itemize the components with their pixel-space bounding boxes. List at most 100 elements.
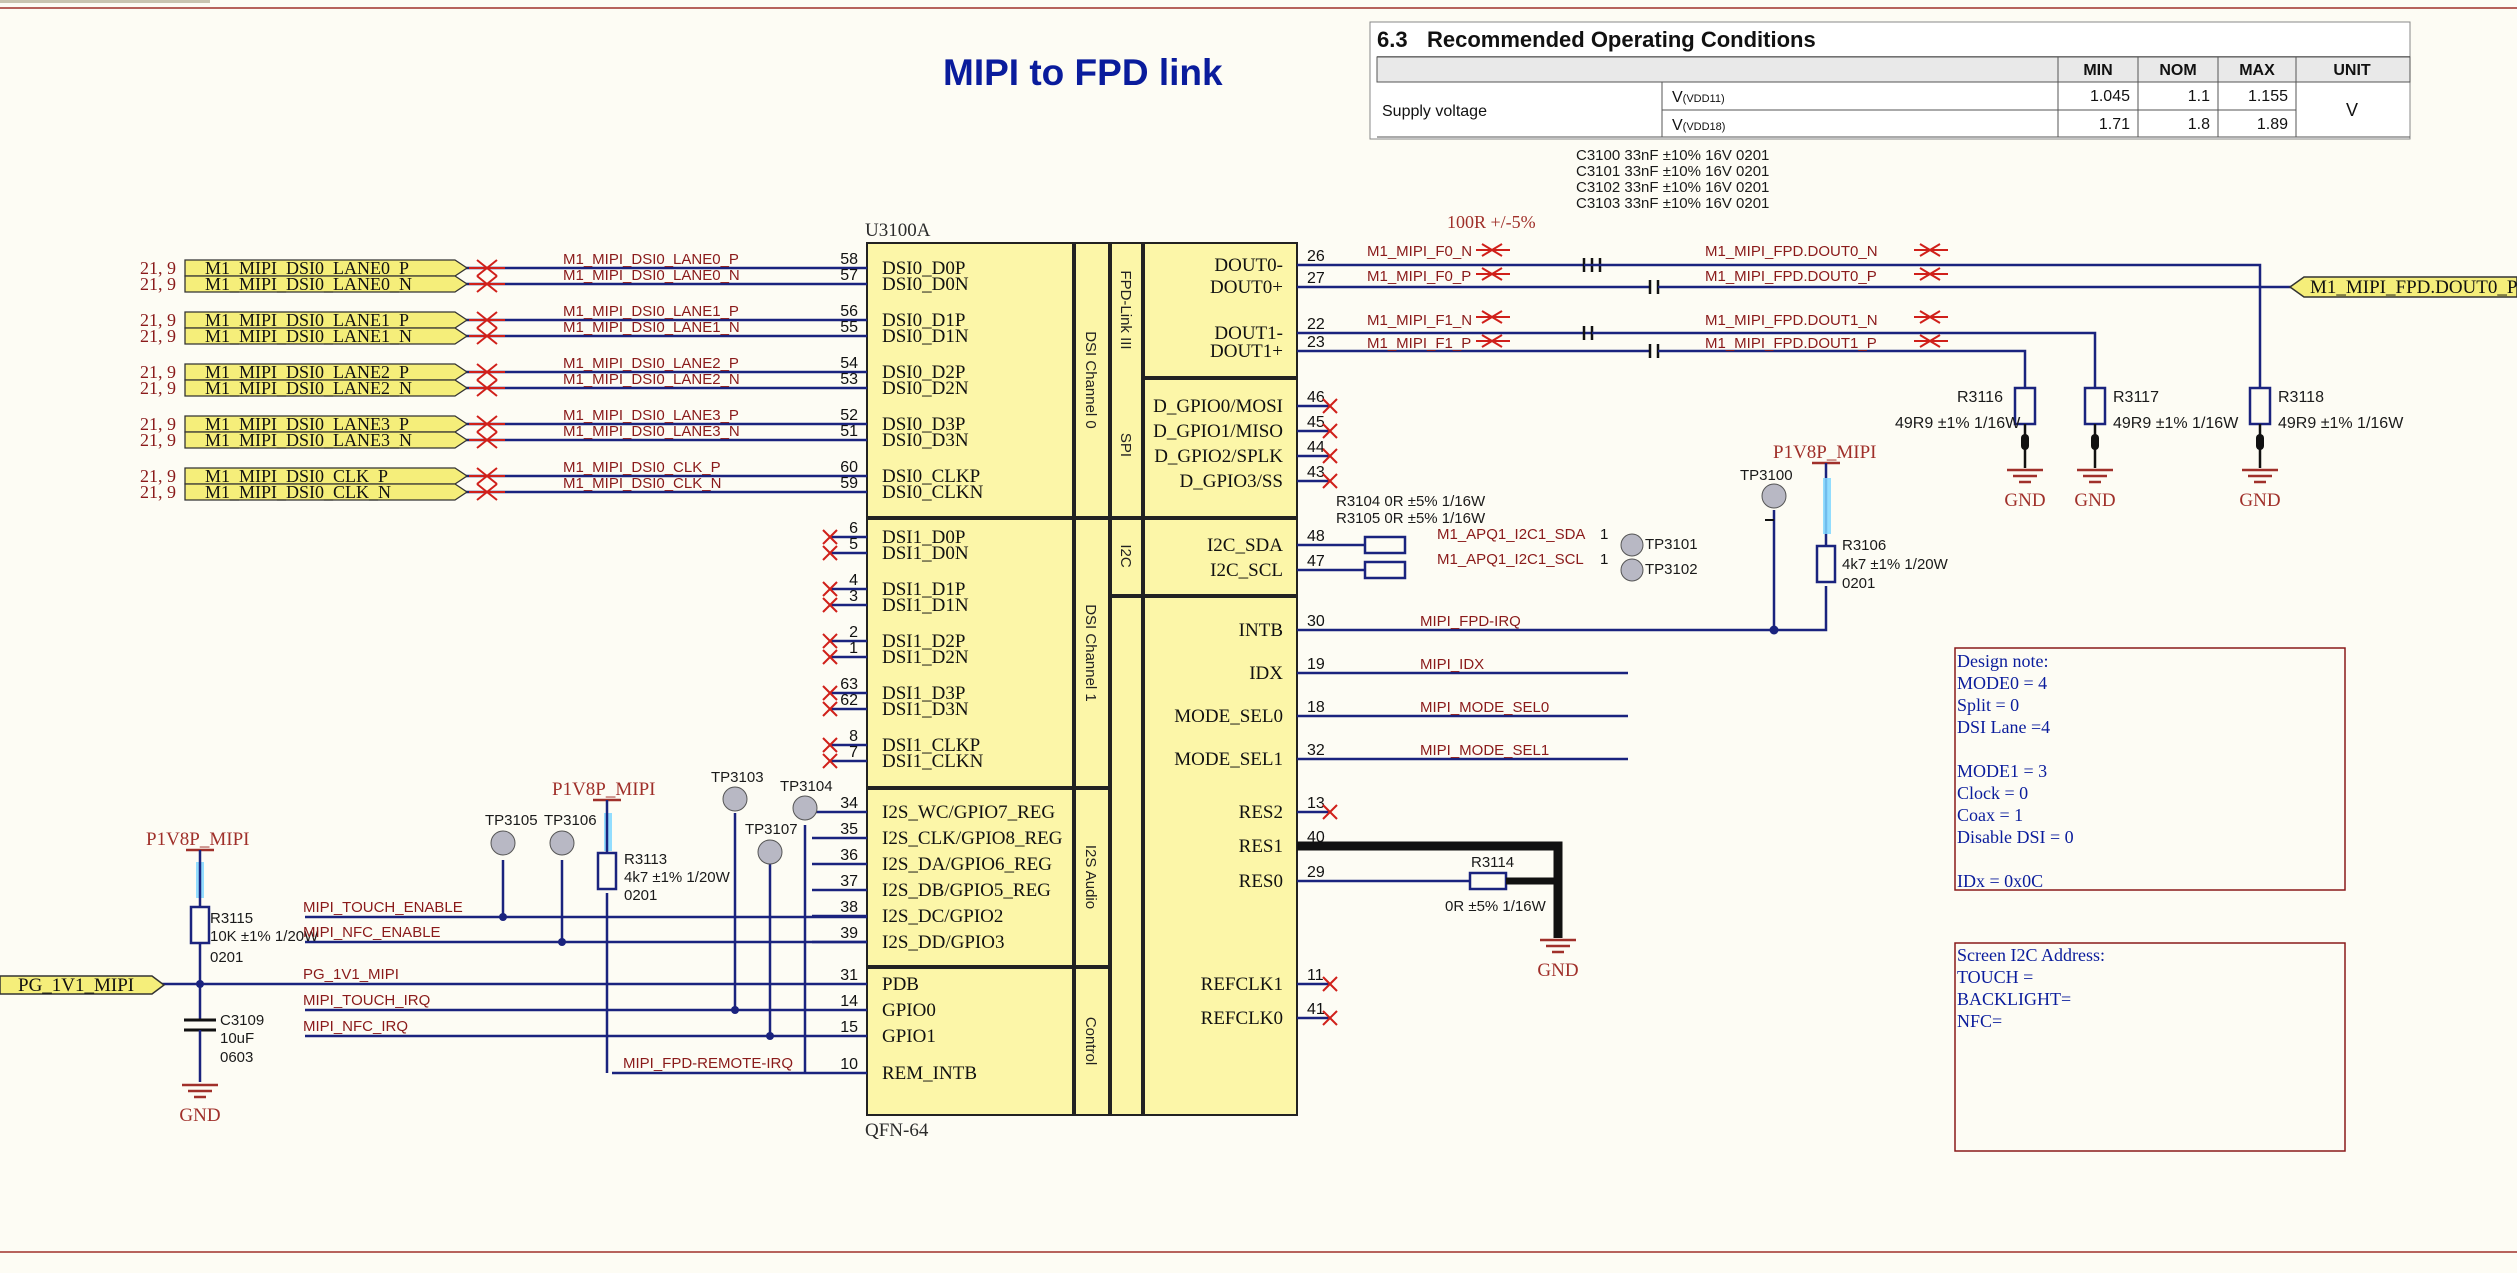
pg-1v1-mipi-port-label: PG_1V1_MIPI — [18, 975, 134, 996]
roc-col-min: MIN — [2083, 62, 2112, 79]
dsi1-pin-name-7: DSI1_D3N — [882, 699, 969, 720]
right-pin-number-17: 11 — [1307, 967, 1324, 984]
right-pin-name-14: RES2 — [1239, 802, 1283, 823]
group-control: Control — [1082, 1017, 1099, 1065]
right-pin-number-1: 27 — [1307, 270, 1325, 287]
dsi0-port-0 — [184, 259, 469, 277]
dsi0-port-label-9: M1_MIPI_DSI0_CLK_N — [205, 482, 391, 502]
r3116-val: 49R9 ±1% 1/16W — [1895, 415, 2021, 432]
dsi0-pin-number-8: 60 — [840, 459, 858, 476]
i2c-address-line-0: Screen I2C Address: — [1957, 945, 2105, 965]
r3118 — [2248, 386, 2272, 468]
c3109-ref: C3109 — [220, 1012, 264, 1029]
dsi1-nc-mark-2 — [822, 581, 838, 597]
tp3103-icon — [722, 786, 748, 812]
dsi0-filter-icon-6 — [469, 415, 505, 433]
net-f1p: M1_MIPI_F1_P — [1367, 335, 1471, 352]
dsi0-port-label-2: M1_MIPI_DSI0_LANE1_P — [205, 310, 409, 330]
dsi0-pin-number-4: 54 — [840, 355, 858, 372]
group-i2c: I2C — [1117, 544, 1134, 568]
dsi0-pin-name-0: DSI0_D0P — [882, 258, 965, 279]
left-control-section: TP3105 TP3106 TP3103 TP3107 TP3104 P1V8P… — [0, 769, 867, 1082]
tp3101-pin: 1 — [1600, 526, 1608, 543]
dsi0-pin-number-7: 51 — [840, 423, 858, 440]
net-mode-sel0: MIPI_MODE_SEL0 — [1420, 699, 1549, 716]
r3115-pkg: 0201 — [210, 949, 243, 966]
design-note-box — [1954, 647, 2346, 891]
dsi1-nc-mark-0 — [822, 529, 838, 545]
net-nfc-irq: MIPI_NFC_IRQ — [303, 1018, 408, 1035]
fpd-out-filter-icon-1 — [1914, 310, 1948, 348]
dsi0-port-2 — [184, 311, 469, 329]
right-pin-name-5: D_GPIO1/MISO — [1153, 421, 1283, 442]
cap-c3101: C3101 33nF ±10% 16V 0201 — [1576, 163, 1769, 180]
i2s-pin-number-1: 35 — [840, 821, 858, 838]
dsi0-port-label-7: M1_MIPI_DSI0_LANE3_N — [205, 430, 412, 450]
r3105-label: R3105 0R ±5% 1/16W — [1336, 510, 1486, 527]
right-pin-name-17: REFCLK1 — [1201, 974, 1283, 995]
p1v8-label-mid: P1V8P_MIPI — [552, 779, 655, 800]
dsi0-filter-icon-3 — [469, 327, 505, 345]
gnd-c3109-label: GND — [179, 1105, 220, 1126]
tp3107-icon — [757, 839, 783, 865]
right-pin-name-9: I2C_SCL — [1210, 560, 1283, 581]
i2s-pin-number-3: 37 — [840, 873, 858, 890]
tp3105-label: TP3105 — [485, 812, 538, 829]
dsi0-pin-number-9: 59 — [840, 475, 858, 492]
dsi1-nc-mark-7 — [822, 701, 838, 717]
dsi0-sheet-ref-6: 21, 9 — [140, 414, 176, 434]
roc-max-2: 1.89 — [2257, 116, 2288, 133]
dsi0-port-label-8: M1_MIPI_DSI0_CLK_P — [205, 466, 388, 486]
r3116-ref: R3116 — [1957, 389, 2003, 406]
r3118-ref: R3118 — [2278, 389, 2324, 406]
right-nc-mark-6 — [1322, 448, 1338, 464]
dsi1-pin-number-4: 2 — [849, 624, 858, 641]
net-dout0p: M1_MIPI_FPD.DOUT0_P — [1705, 268, 1877, 285]
dsi0-sheet-ref-4: 21, 9 — [140, 362, 176, 382]
ctrl-pin-number-2: 15 — [840, 1019, 858, 1036]
pg-1v1-mipi-port[interactable] — [0, 975, 166, 995]
dsi1-pin-number-0: 6 — [849, 520, 858, 537]
right-pin-name-2: DOUT1- — [1214, 323, 1283, 344]
roc-section-number: 6.3 — [1377, 27, 1408, 52]
design-note-line-7: Coax = 1 — [1957, 805, 2023, 825]
ctrl-pin-number-3: 10 — [840, 1056, 858, 1073]
right-pin-name-8: I2C_SDA — [1207, 535, 1283, 556]
tp3100-label: TP3100 — [1740, 467, 1793, 484]
tp3105-icon — [490, 830, 516, 856]
ctrl-pin-name-2: GPIO1 — [882, 1026, 936, 1047]
i2s-pin-number-5: 39 — [840, 925, 858, 942]
net-fpd-irq: MIPI_FPD-IRQ — [1420, 613, 1521, 630]
dsi0-port-label-1: M1_MIPI_DSI0_LANE0_N — [205, 274, 412, 294]
dsi0-net-label-4: M1_MIPI_DSI0_LANE2_P — [563, 355, 739, 372]
r3117-ref: R3117 — [2113, 389, 2159, 406]
dsi0-filter-icon-7 — [469, 431, 505, 449]
dsi0-pin-name-6: DSI0_D3P — [882, 414, 965, 435]
c3109-pkg: 0603 — [220, 1049, 253, 1066]
dsi0-pin-number-0: 58 — [840, 251, 858, 268]
group-dsi-channel-1: DSI Channel 1 — [1082, 604, 1099, 702]
group-fpd-link: FPD-Link III — [1117, 270, 1134, 349]
dsi1-pin-number-5: 1 — [849, 640, 858, 657]
fpd-output-port[interactable] — [2288, 276, 2517, 298]
design-note-line-0: Design note: — [1957, 651, 2049, 671]
right-pin-number-16: 29 — [1307, 864, 1325, 881]
ctrl-pin-name-3: REM_INTB — [882, 1063, 977, 1084]
right-pin-number-7: 43 — [1307, 464, 1325, 481]
dsi1-pin-name-3: DSI1_D1N — [882, 595, 969, 616]
i2c-address-box — [1954, 942, 2346, 1152]
dsi1-pin-name-5: DSI1_D2N — [882, 647, 969, 668]
i2s-pin-name-5: I2S_DD/GPIO3 — [882, 932, 1004, 953]
cap-c3103: C3103 33nF ±10% 16V 0201 — [1576, 195, 1769, 212]
gnd-r3116: GND — [2004, 468, 2046, 511]
right-pin-number-0: 26 — [1307, 248, 1325, 265]
dsi0-port-label-4: M1_MIPI_DSI0_LANE2_P — [205, 362, 409, 382]
dsi0-pin-name-9: DSI0_CLKN — [882, 482, 984, 503]
ctrl-pin-name-1: GPIO0 — [882, 1000, 936, 1021]
res-100r-label: 100R +/-5% — [1447, 212, 1536, 232]
r3117-val: 49R9 ±1% 1/16W — [2113, 415, 2239, 432]
tp3101-label: TP3101 — [1645, 536, 1698, 553]
tp3102-label: TP3102 — [1645, 561, 1698, 578]
right-pin-number-18: 41 — [1307, 1001, 1325, 1018]
